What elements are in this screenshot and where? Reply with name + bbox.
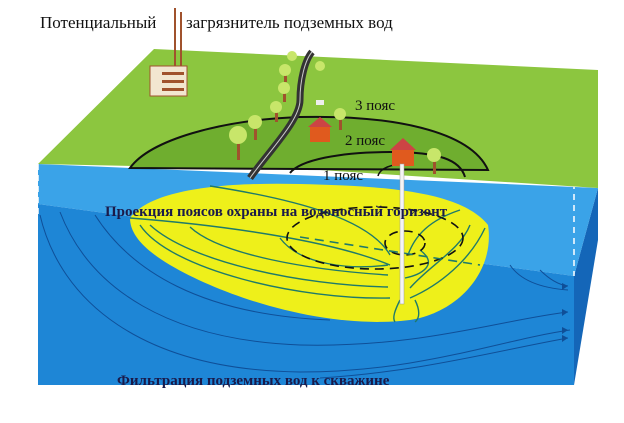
tree-icon — [270, 101, 282, 122]
tree-icon — [427, 148, 441, 174]
zone-1-label: 1 пояс — [323, 168, 363, 184]
projection-caption: Проекция поясов охраны на водоносный гор… — [105, 204, 448, 220]
tent-icon — [316, 100, 324, 105]
road-marking — [249, 51, 313, 179]
trees — [229, 51, 441, 174]
well-pipe — [399, 163, 405, 305]
tree-icon — [248, 115, 262, 140]
zone-3-label: 3 пояс — [355, 98, 395, 114]
regional-flow-lines — [39, 211, 571, 379]
tree-icon — [315, 61, 325, 71]
house-icon — [308, 117, 332, 142]
filtration-caption: Фильтрация подземных вод к скважине — [117, 373, 390, 389]
tree-icon — [279, 64, 291, 82]
zone-2-label: 2 пояс — [345, 133, 385, 149]
tree-icon — [287, 51, 297, 61]
factory-icon — [149, 8, 188, 97]
protection-zone-2-boundary — [289, 150, 466, 178]
regional-flow-arrows — [562, 283, 568, 342]
zone-projections — [286, 206, 481, 270]
aquifer-side-face — [574, 188, 598, 385]
tree-icon — [278, 82, 290, 102]
capture-zone-plume — [130, 183, 489, 322]
title-part2: загрязнитель подземных вод — [186, 13, 393, 32]
title-part1: Потенциальный — [40, 13, 156, 32]
tree-icon — [229, 126, 247, 160]
well-house-icon — [390, 138, 416, 166]
tree-icon — [334, 108, 346, 130]
